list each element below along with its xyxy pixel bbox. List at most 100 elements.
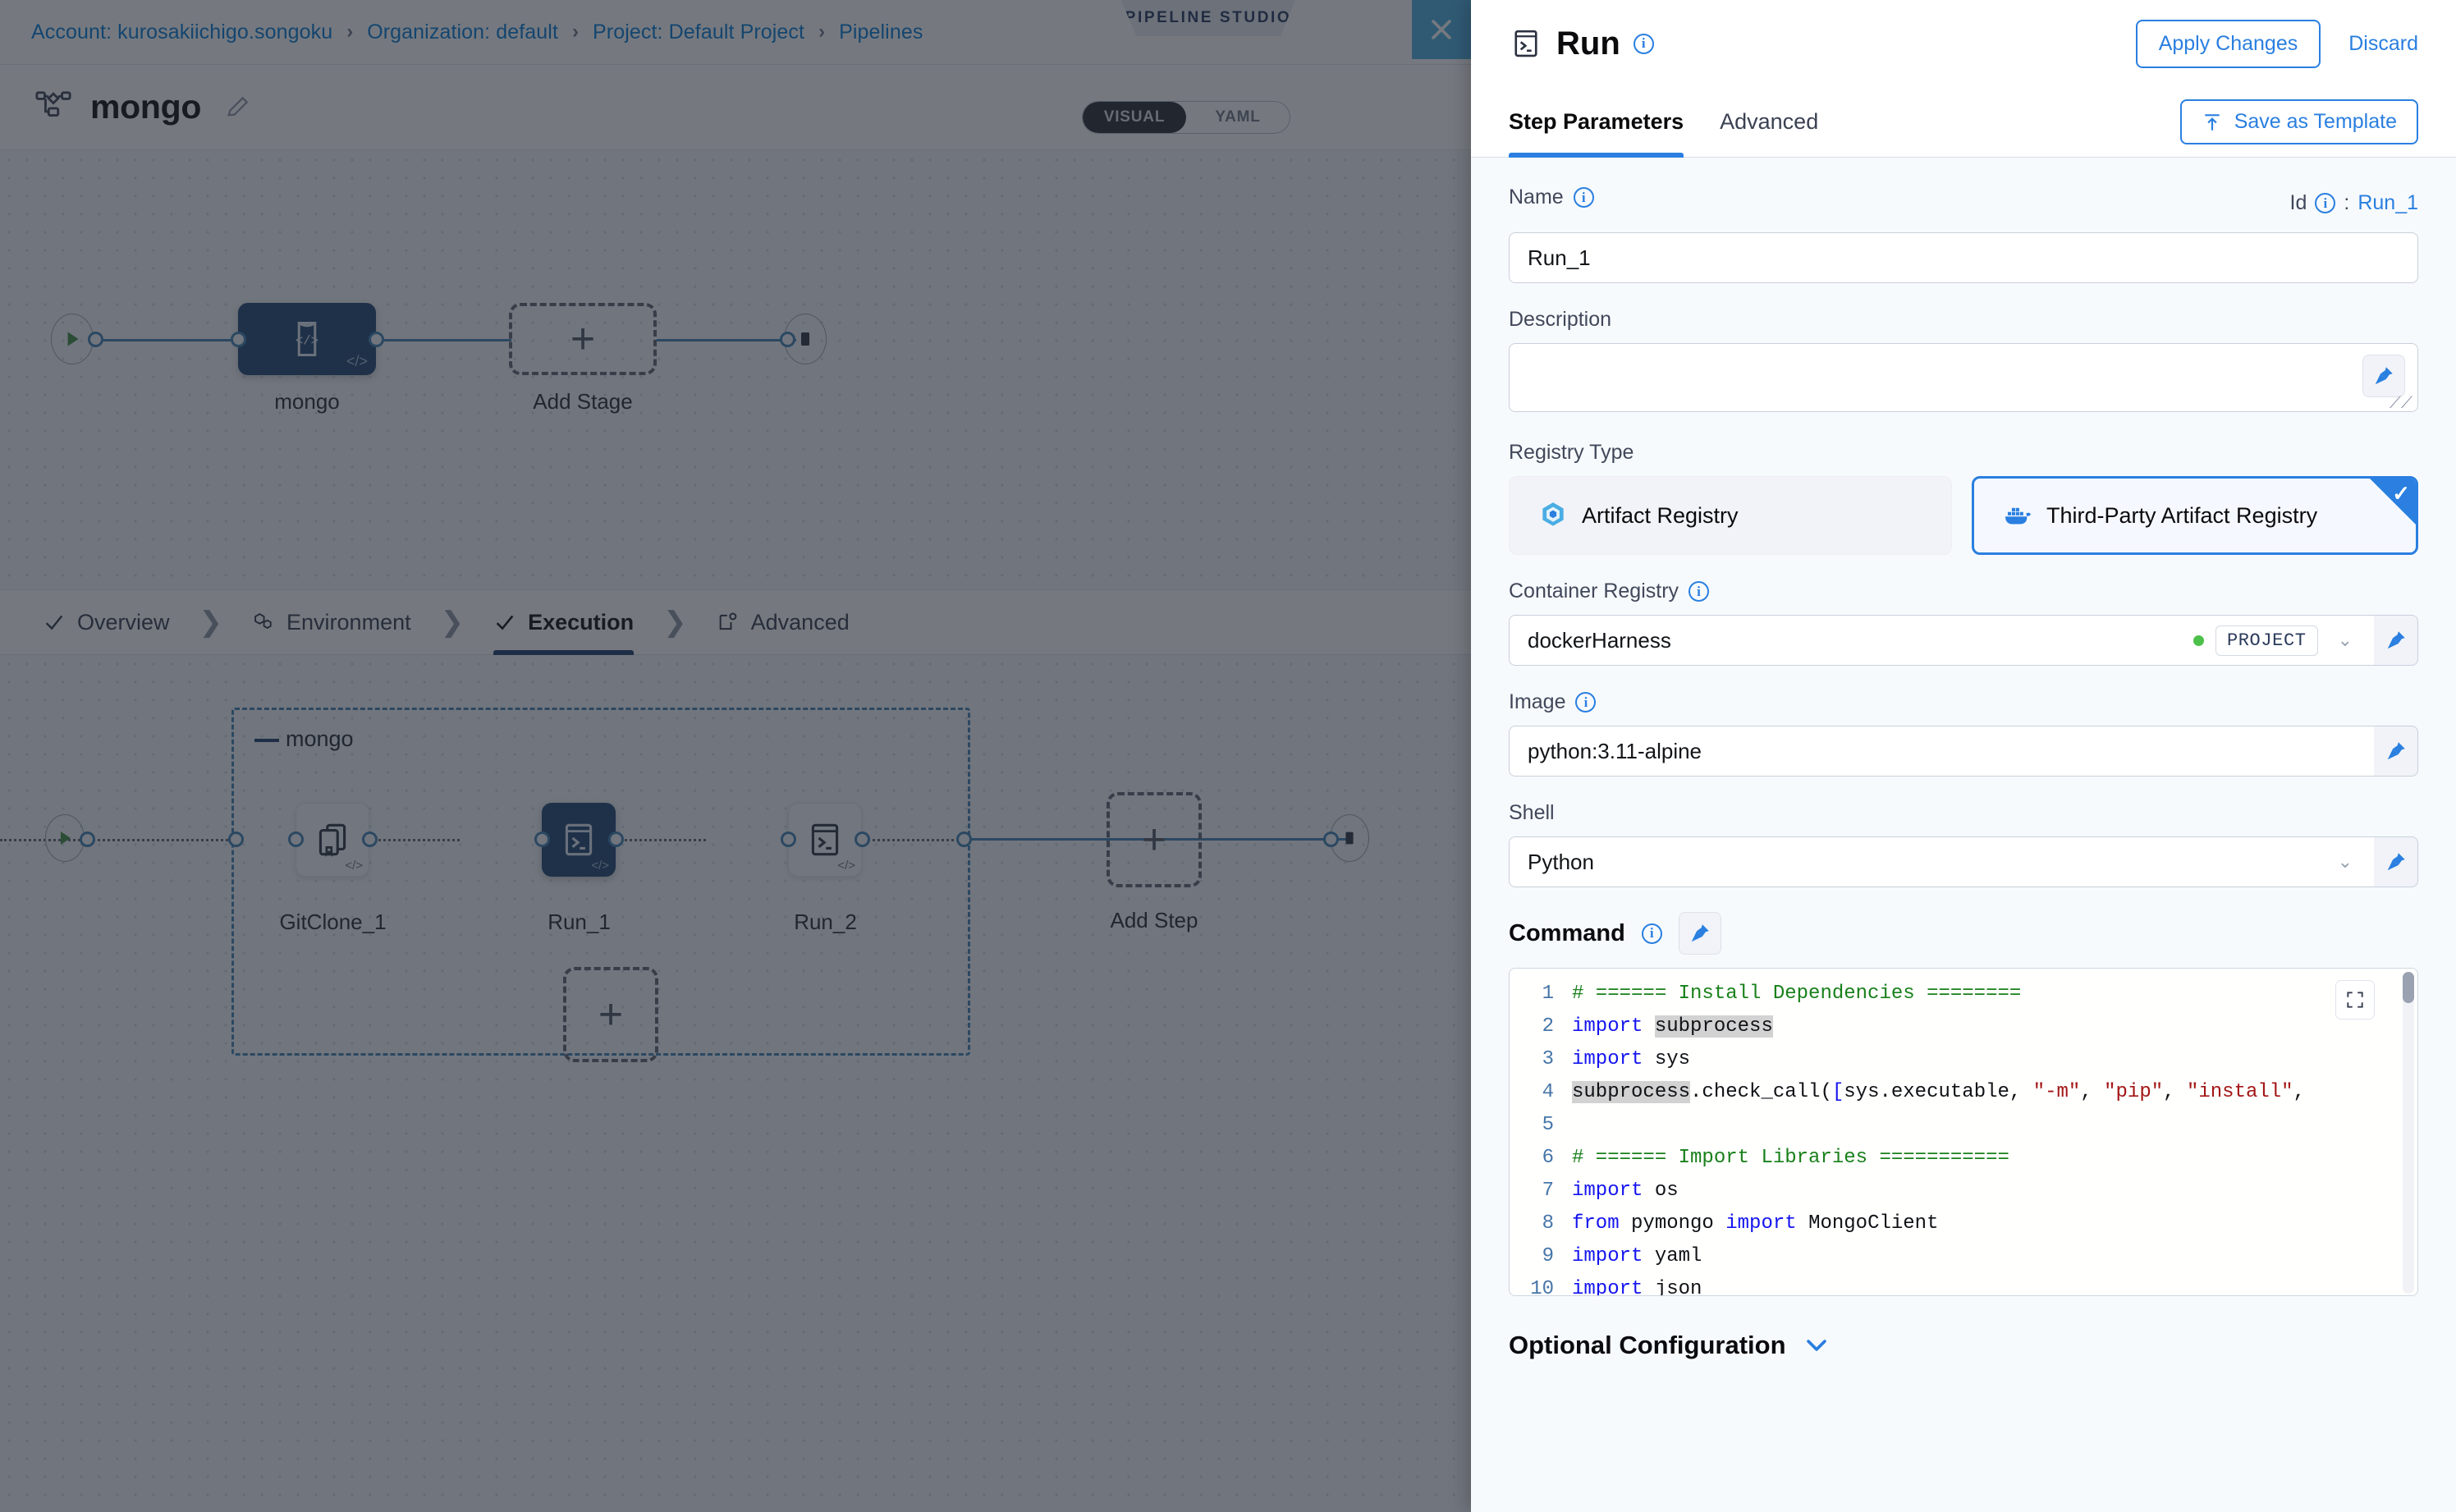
- code-line: 5: [1510, 1108, 2417, 1141]
- breadcrumb-item-project[interactable]: Project: Default Project: [593, 20, 805, 44]
- save-as-template-label: Save as Template: [2234, 110, 2397, 133]
- edit-pipeline-button[interactable]: [222, 92, 254, 123]
- code-line: 1# ====== Install Dependencies ========: [1510, 977, 2417, 1010]
- step-in-port: [534, 832, 550, 847]
- tab-environment[interactable]: Environment: [252, 589, 411, 655]
- toggle-visual[interactable]: VISUAL: [1083, 102, 1186, 133]
- hexagon-infra-icon: [252, 611, 275, 634]
- info-icon[interactable]: i: [1633, 33, 1654, 54]
- image-label: Image: [1509, 690, 1566, 713]
- stage-in-port: [231, 332, 246, 347]
- step-node-label: GitClone_1: [279, 909, 387, 934]
- tab-execution[interactable]: Execution: [493, 589, 635, 655]
- name-label-wrap: Name i: [1509, 186, 1594, 209]
- optional-configuration-toggle[interactable]: Optional Configuration: [1509, 1331, 2418, 1360]
- info-icon[interactable]: i: [1573, 187, 1594, 208]
- expand-editor-button[interactable]: [2335, 980, 2375, 1019]
- line-number: 10: [1530, 1277, 1554, 1296]
- line-number: 2: [1542, 1015, 1554, 1038]
- textarea-resize-handle[interactable]: ⟋⟋: [2390, 394, 2412, 412]
- code-text[interactable]: import os: [1572, 1179, 1679, 1202]
- command-code-editor[interactable]: 1# ====== Install Dependencies ======== 2…: [1509, 968, 2418, 1296]
- container-registry-label-wrap: Container Registry i: [1509, 580, 2418, 603]
- shell-select[interactable]: Python ⌄: [1509, 836, 2374, 887]
- editor-scrollbar-thumb[interactable]: [2403, 972, 2414, 1003]
- registry-type-block: Registry Type Artifact Registry: [1509, 441, 2418, 555]
- step-code-badge: </>: [837, 859, 855, 873]
- container-registry-block: Container Registry i dockerHarness PROJE…: [1509, 580, 2418, 666]
- tab-panel-advanced[interactable]: Advanced: [1720, 109, 1819, 134]
- shell-pin-button[interactable]: [2374, 836, 2418, 887]
- code-text[interactable]: import sys: [1572, 1047, 1691, 1070]
- code-line: 8 from pymongo import MongoClient: [1510, 1207, 2417, 1239]
- step-node-label: Run_1: [548, 909, 611, 934]
- breadcrumb-item-account[interactable]: Account: kurosakiichigo.songoku: [31, 20, 333, 44]
- description-textarea[interactable]: [1509, 343, 2418, 412]
- info-icon[interactable]: i: [1575, 692, 1597, 712]
- code-line: 10 import json: [1510, 1272, 2417, 1296]
- add-step-button[interactable]: +: [1107, 792, 1202, 887]
- expand-icon: [2347, 992, 2363, 1008]
- code-text[interactable]: # ====== Import Libraries ===========: [1572, 1146, 2009, 1169]
- breadcrumb-item-pipelines[interactable]: Pipelines: [839, 20, 923, 44]
- toggle-yaml[interactable]: YAML: [1215, 108, 1261, 126]
- add-parallel-step-button[interactable]: +: [563, 967, 658, 1062]
- info-icon[interactable]: i: [1688, 581, 1710, 602]
- code-text[interactable]: from pymongo import MongoClient: [1572, 1212, 1939, 1235]
- description-pin-button[interactable]: [2362, 355, 2405, 397]
- visual-yaml-toggle[interactable]: VISUAL YAML: [1082, 101, 1290, 134]
- chevron-down-icon[interactable]: ⌄: [2337, 851, 2353, 872]
- step-out-port: [855, 832, 870, 847]
- group-collapse-icon[interactable]: [254, 739, 279, 742]
- step-node-gitclone-1[interactable]: </>: [296, 803, 369, 877]
- image-pin-button[interactable]: [2374, 726, 2418, 777]
- container-registry-pin-button[interactable]: [2374, 615, 2418, 666]
- image-input[interactable]: [1509, 726, 2374, 777]
- line-number: 8: [1542, 1212, 1554, 1235]
- registry-option-third-party[interactable]: Third-Party Artifact Registry ✓: [1972, 476, 2418, 555]
- info-icon[interactable]: i: [2315, 193, 2336, 213]
- terminal-icon: [1514, 30, 1537, 57]
- add-stage-button[interactable]: +: [509, 303, 657, 375]
- code-text[interactable]: import subprocess: [1572, 1015, 1773, 1038]
- code-text[interactable]: subprocess.check_call([sys.executable, "…: [1572, 1080, 2305, 1103]
- close-button[interactable]: [1412, 0, 1471, 59]
- description-field-block: Description ⟋⟋: [1509, 308, 2418, 416]
- description-label: Description: [1509, 308, 1612, 331]
- discard-button[interactable]: Discard: [2348, 31, 2418, 55]
- container-registry-select[interactable]: dockerHarness PROJECT ⌄: [1509, 615, 2374, 666]
- apply-changes-button[interactable]: Apply Changes: [2135, 19, 2321, 68]
- info-icon[interactable]: i: [1641, 923, 1662, 944]
- container-registry-label: Container Registry: [1509, 580, 1679, 603]
- execution-start-node[interactable]: [45, 814, 85, 862]
- stop-icon: [801, 332, 809, 346]
- step-node-run-2[interactable]: </>: [788, 803, 862, 877]
- stage-node-mongo[interactable]: </> </>: [238, 303, 376, 375]
- registry-option-artifact-registry-label: Artifact Registry: [1582, 502, 1739, 528]
- play-icon: [61, 832, 71, 845]
- code-text[interactable]: import json: [1572, 1277, 1702, 1296]
- name-input[interactable]: [1509, 232, 2418, 283]
- chevron-down-icon[interactable]: ⌄: [2337, 630, 2353, 650]
- step-node-run-1[interactable]: </>: [542, 803, 616, 877]
- editor-scrollbar-track[interactable]: [2403, 972, 2414, 1294]
- step-id-line: Id i : Run_1: [2290, 191, 2418, 215]
- tab-step-parameters[interactable]: Step Parameters: [1509, 87, 1684, 158]
- id-separator: :: [2344, 191, 2350, 214]
- pipeline-graph-icon: [35, 90, 71, 117]
- tab-overview[interactable]: Overview: [43, 589, 170, 655]
- command-pin-button[interactable]: [1678, 912, 1721, 955]
- play-icon: [67, 332, 79, 346]
- save-as-template-button[interactable]: Save as Template: [2179, 99, 2418, 144]
- name-label: Name: [1509, 186, 1564, 208]
- registry-option-artifact-registry[interactable]: Artifact Registry: [1509, 476, 1952, 555]
- panel-title: Run: [1556, 25, 1620, 62]
- page-title: mongo: [90, 88, 202, 126]
- tab-advanced[interactable]: Advanced: [717, 589, 850, 655]
- panel-body: Name i Id i : Run_1 Description: [1471, 158, 2456, 1512]
- code-text[interactable]: # ====== Install Dependencies ========: [1572, 982, 2022, 1005]
- code-text[interactable]: import yaml: [1572, 1244, 1702, 1267]
- breadcrumb-item-organization[interactable]: Organization: default: [367, 20, 559, 44]
